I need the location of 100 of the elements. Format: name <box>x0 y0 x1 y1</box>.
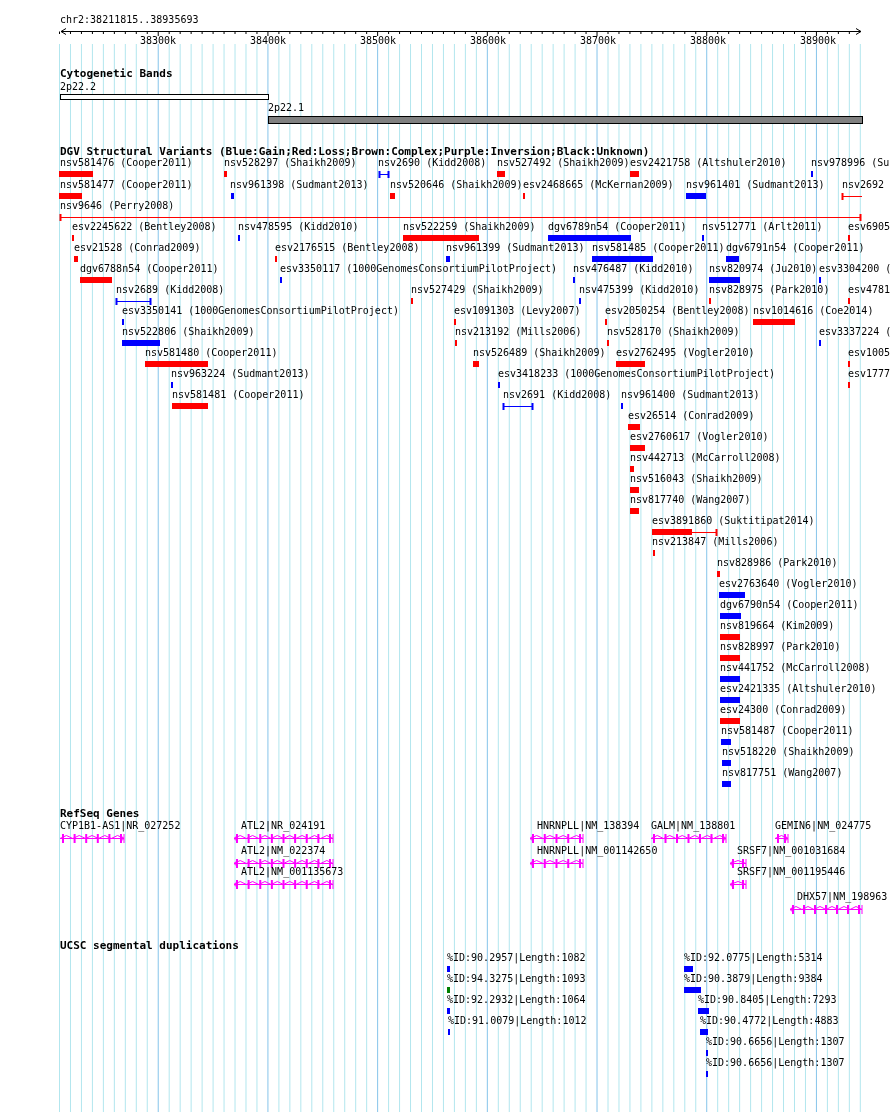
duplication-label: %ID:90.2957|Length:1082 <box>447 952 586 964</box>
variant-label: dgv6789n54 (Cooper2011) <box>548 221 687 233</box>
variant-label: esv1005 <box>848 347 890 359</box>
variant-label: esv3337224 ( <box>819 326 890 338</box>
variant-label: esv2421758 (Altshuler2010) <box>630 157 787 169</box>
axis-tick-label: 38900k <box>799 35 837 47</box>
variant-label: nsv528170 (Shaikh2009) <box>607 326 740 338</box>
gene-label: CYP1B1-AS1|NR_027252 <box>60 820 181 832</box>
duplication-label: %ID:91.0079|Length:1012 <box>448 1015 587 1027</box>
variant-label: esv2760617 (Vogler2010) <box>630 431 769 443</box>
track-title: UCSC segmental duplications <box>60 940 239 952</box>
variant-label: nsv581487 (Cooper2011) <box>721 725 854 737</box>
gene-label: HNRNPLL|NM_001142650 <box>537 845 658 857</box>
variant-label: esv3418233 (1000GenomesConsortiumPilotProject) <box>498 368 775 380</box>
track-title: DGV Structural Variants (Blue:Gain;Red:Loss;Brown:Complex;Purple:Inversion;Black:Unknown) <box>60 146 650 158</box>
variant-label: esv2050254 (Bentley2008) <box>605 305 750 317</box>
variant-label: nsv442713 (McCarroll2008) <box>630 452 781 464</box>
variant-label: nsv9646 (Perry2008) <box>60 200 175 212</box>
variant-label: esv6905 <box>848 221 890 233</box>
axis-tick-label: 38600k <box>469 35 507 47</box>
variant-label: dgv6791n54 (Cooper2011) <box>726 242 865 254</box>
variant-label: nsv475399 (Kidd2010) <box>579 284 700 296</box>
track-title: Cytogenetic Bands <box>60 68 173 80</box>
variant-label: nsv478595 (Kidd2010) <box>238 221 359 233</box>
variant-label: esv1777 <box>848 368 890 380</box>
variant-label: nsv828986 (Park2010) <box>717 557 838 569</box>
variant-label: nsv581481 (Cooper2011) <box>172 389 305 401</box>
variant-label: nsv476487 (Kidd2010) <box>573 263 694 275</box>
variant-label: nsv213192 (Mills2006) <box>455 326 582 338</box>
axis-tick-label: 38800k <box>689 35 727 47</box>
variant-label: nsv2690 (Kidd2008) <box>378 157 487 169</box>
variant-label: nsv828997 (Park2010) <box>720 641 841 653</box>
variant-label: nsv817751 (Wang2007) <box>722 767 843 779</box>
variant-label: esv2763640 (Vogler2010) <box>719 578 858 590</box>
variant-label: nsv817740 (Wang2007) <box>630 494 751 506</box>
variant-label: nsv963224 (Sudmant2013) <box>171 368 310 380</box>
variant-label: nsv522259 (Shaikh2009) <box>403 221 536 233</box>
variant-label: nsv961399 (Sudmant2013) <box>446 242 585 254</box>
gene-label: ATL2|NR_024191 <box>241 820 326 832</box>
gene-label: GEMIN6|NM_024775 <box>775 820 872 832</box>
variant-label: nsv1014616 (Coe2014) <box>753 305 874 317</box>
gene-label: HNRNPLL|NM_138394 <box>537 820 640 832</box>
variant-label: nsv581480 (Cooper2011) <box>145 347 278 359</box>
gene-label: ATL2|NM_001135673 <box>241 866 344 878</box>
variant-label: nsv820974 (Ju2010) <box>709 263 818 275</box>
variant-label: esv3350117 (1000GenomesConsortiumPilotProject) <box>280 263 557 275</box>
variant-label: nsv581477 (Cooper2011) <box>60 179 193 191</box>
band-label: 2p22.1 <box>268 102 305 114</box>
variant-label: nsv526489 (Shaikh2009) <box>473 347 606 359</box>
duplication-label: %ID:92.2932|Length:1064 <box>447 994 586 1006</box>
variant-label: esv2468665 (McKernan2009) <box>523 179 674 191</box>
variant-label: nsv512771 (Arlt2011) <box>702 221 823 233</box>
axis-tick-label: 38700k <box>579 35 617 47</box>
variant-label: nsv527492 (Shaikh2009) <box>497 157 630 169</box>
gene-label: ATL2|NM_022374 <box>241 845 326 857</box>
variant-label: nsv961398 (Sudmant2013) <box>230 179 369 191</box>
variant-label: nsv961400 (Sudmant2013) <box>621 389 760 401</box>
variant-label: esv2176515 (Bentley2008) <box>275 242 420 254</box>
axis-tick-label: 38400k <box>249 35 287 47</box>
variant-label: nsv518220 (Shaikh2009) <box>722 746 855 758</box>
duplication-label: %ID:94.3275|Length:1093 <box>447 973 586 985</box>
variant-label: esv3350141 (1000GenomesConsortiumPilotProject) <box>122 305 399 317</box>
gene-label: GALM|NM_138801 <box>651 820 736 832</box>
variant-label: esv3891860 (Suktitipat2014) <box>652 515 815 527</box>
variant-label: esv2762495 (Vogler2010) <box>616 347 755 359</box>
variant-label: nsv581476 (Cooper2011) <box>60 157 193 169</box>
gene-label: SRSF7|NM_001195446 <box>737 866 846 878</box>
variant-label: esv26514 (Conrad2009) <box>628 410 755 422</box>
variant-label: dgv6788n54 (Cooper2011) <box>80 263 219 275</box>
variant-label: nsv961401 (Sudmant2013) <box>686 179 825 191</box>
duplication-label: %ID:90.3879|Length:9384 <box>684 973 823 985</box>
variant-label: esv24300 (Conrad2009) <box>720 704 847 716</box>
variant-label: esv1091303 (Levy2007) <box>454 305 581 317</box>
gene-label: DHX57|NM_198963 <box>797 891 888 903</box>
variant-label: nsv978996 (Su <box>811 157 890 169</box>
variant-label: nsv528297 (Shaikh2009) <box>224 157 357 169</box>
variant-label: nsv2689 (Kidd2008) <box>116 284 225 296</box>
variant-label: nsv516043 (Shaikh2009) <box>630 473 763 485</box>
variant-label: nsv520646 (Shaikh2009) <box>390 179 523 191</box>
variant-label: nsv522806 (Shaikh2009) <box>122 326 255 338</box>
variant-label: nsv828975 (Park2010) <box>709 284 830 296</box>
variant-label: nsv441752 (McCarroll2008) <box>720 662 871 674</box>
variant-label: esv21528 (Conrad2009) <box>74 242 201 254</box>
duplication-label: %ID:90.6656|Length:1307 <box>706 1036 845 1048</box>
variant-label: dgv6790n54 (Cooper2011) <box>720 599 859 611</box>
variant-label: nsv581485 (Cooper2011) <box>592 242 725 254</box>
axis-tick-label: 38300k <box>139 35 177 47</box>
variant-label: esv2245622 (Bentley2008) <box>72 221 217 233</box>
track-title: RefSeq Genes <box>60 808 140 820</box>
position-label: chr2:38211815..38935693 <box>60 14 199 26</box>
gene-label: SRSF7|NM_001031684 <box>737 845 846 857</box>
variant-label: nsv2691 (Kidd2008) <box>503 389 612 401</box>
duplication-label: %ID:90.8405|Length:7293 <box>698 994 837 1006</box>
band-label: 2p22.2 <box>60 81 97 93</box>
axis-tick-label: 38500k <box>359 35 397 47</box>
duplication-label: %ID:90.4772|Length:4883 <box>700 1015 839 1027</box>
variant-label: esv4781 <box>848 284 890 296</box>
variant-label: nsv527429 (Shaikh2009) <box>411 284 544 296</box>
variant-label: esv3304200 ( <box>819 263 890 275</box>
variant-label: esv2421335 (Altshuler2010) <box>720 683 877 695</box>
